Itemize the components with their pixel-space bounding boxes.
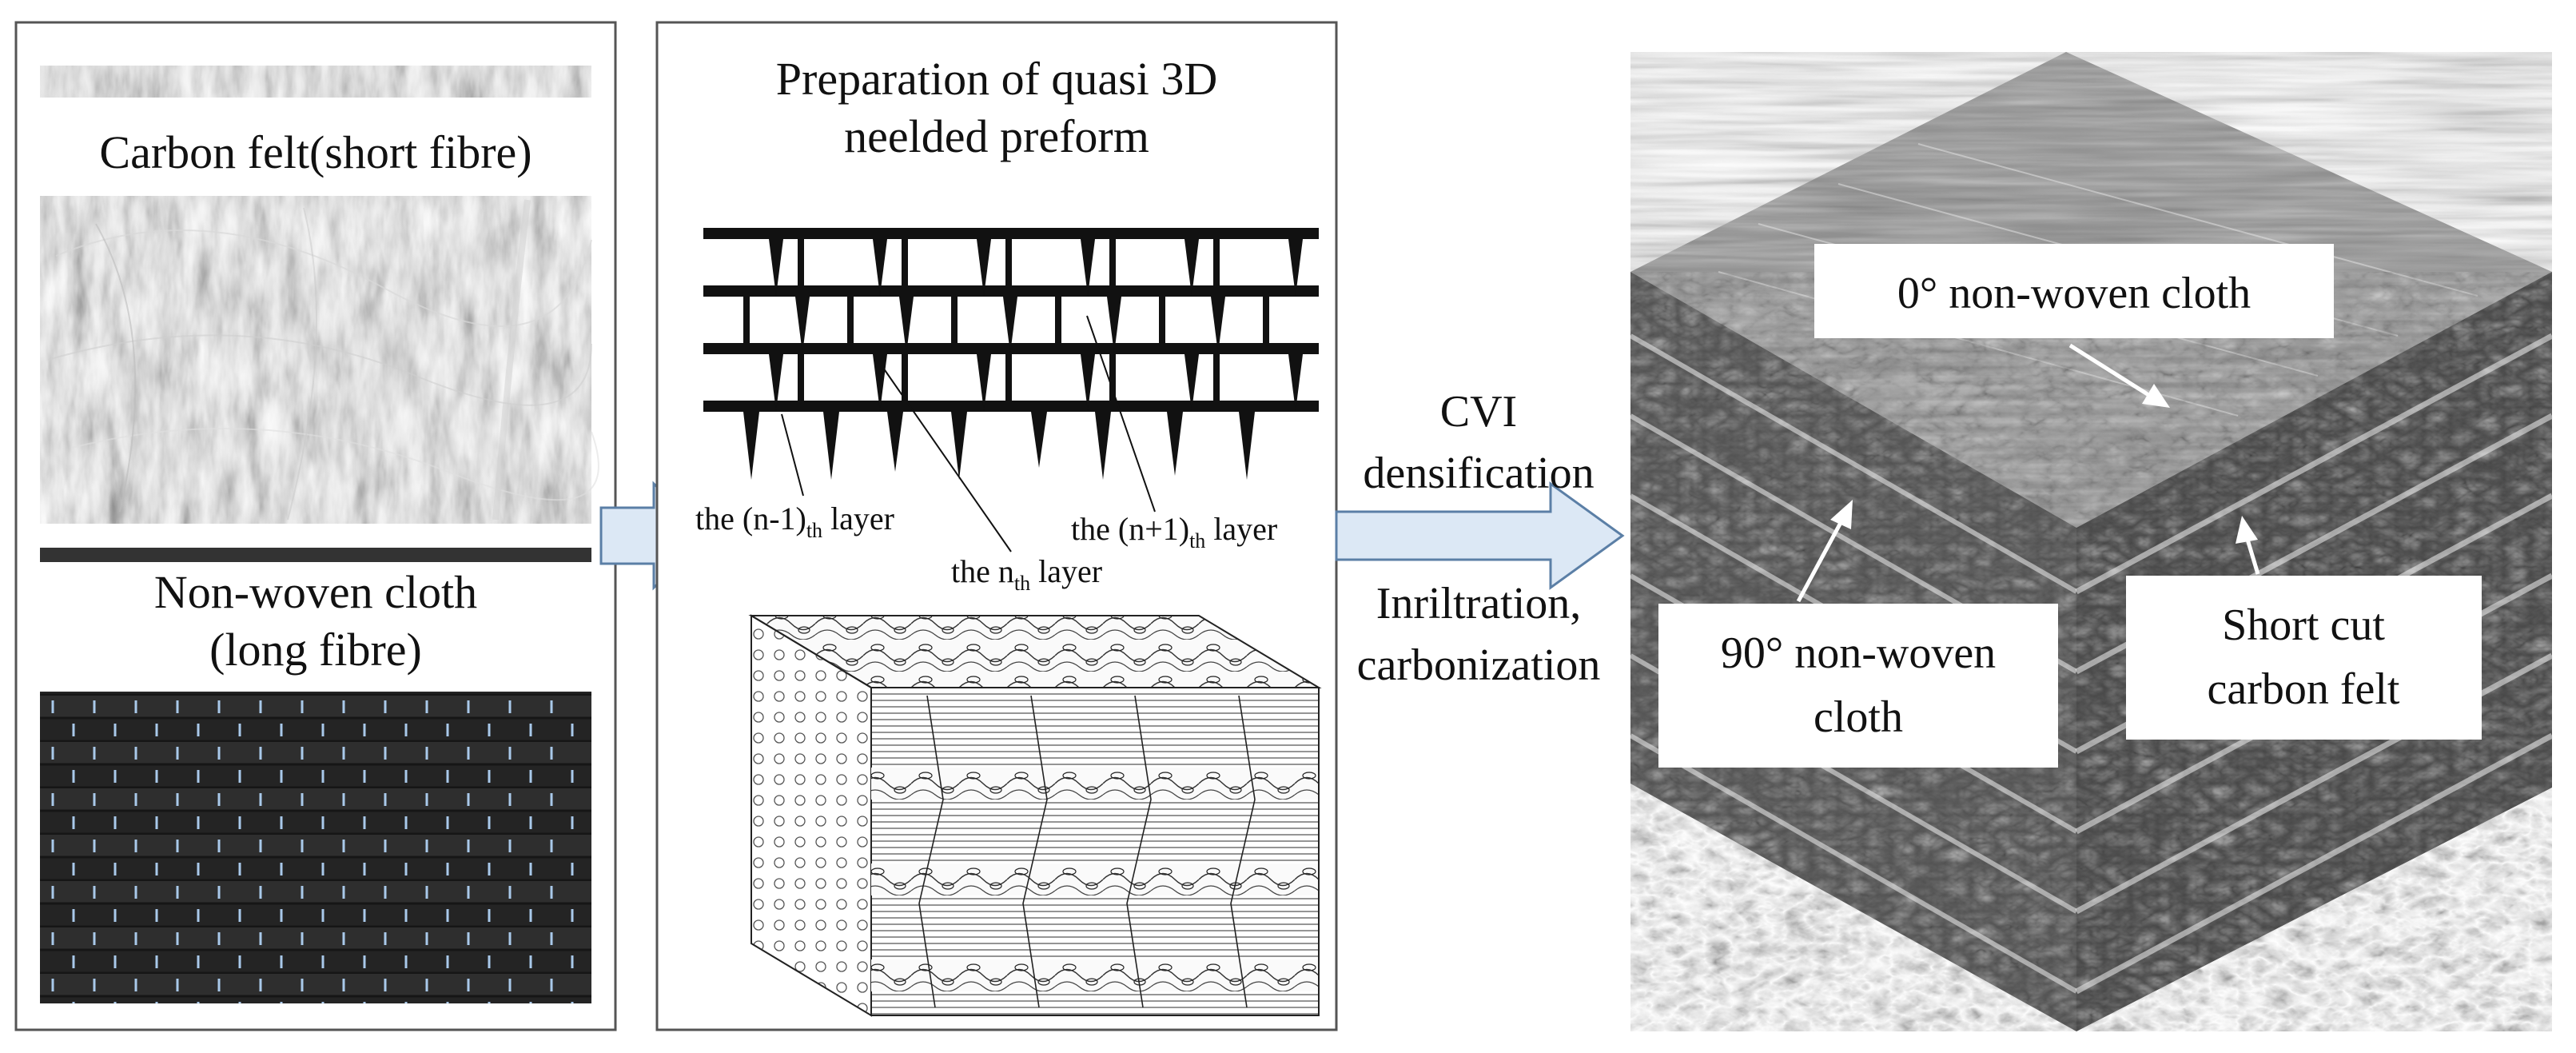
cloth-label-line1: Non-woven cloth xyxy=(154,566,477,618)
preform-title-line2: neelded preform xyxy=(844,110,1149,162)
felt-label: Carbon felt(short fibre) xyxy=(99,126,532,178)
pointer-90deg xyxy=(1796,500,1853,603)
cloth-label-line2: (long fibre) xyxy=(209,624,422,676)
composite-cube-micrograph: 0° non-woven cloth 90° non-woven cloth S… xyxy=(1629,52,2554,1031)
infiltration-label-line2: carbonization xyxy=(1357,640,1601,690)
needled-layers-schematic xyxy=(703,228,1319,552)
infiltration-label-line1: Inriltration, xyxy=(1376,579,1582,628)
cvi-label-line1: CVI xyxy=(1440,387,1517,437)
cloth-strip-image xyxy=(40,548,591,562)
pointer-felt xyxy=(2236,516,2260,575)
layer-prev-label: the (n-1)th layer xyxy=(695,501,894,542)
label-0deg: 0° non-woven cloth xyxy=(1897,269,2251,318)
layer-next-label: the (n+1)th layer xyxy=(1071,511,1277,552)
label-90deg-line1: 90° non-woven xyxy=(1721,628,1996,678)
label-felt-line1: Short cut xyxy=(2222,600,2385,650)
preform-title-line1: Preparation of quasi 3D xyxy=(776,53,1217,105)
materials-panel: Carbon felt(short fibre) Non-woven cloth… xyxy=(14,21,617,1031)
preform-panel: Preparation of quasi 3D neelded preform xyxy=(655,21,1338,1031)
label-90deg-box xyxy=(1658,604,2058,768)
label-felt-line2: carbon felt xyxy=(2208,664,2400,714)
label-0deg-box xyxy=(1814,244,2334,338)
arrow-to-composite xyxy=(1335,481,1625,590)
label-felt-box xyxy=(2126,576,2482,740)
preform-block-illustration xyxy=(748,614,1322,1017)
label-90deg-line2: cloth xyxy=(1814,692,1903,742)
non-woven-cloth-image xyxy=(40,692,591,1003)
layer-current-label: the nth layer xyxy=(951,553,1102,595)
felt-strip-image xyxy=(40,66,591,98)
pointer-0deg xyxy=(2068,343,2170,408)
cvi-label-line2: densification xyxy=(1363,449,1594,498)
carbon-felt-image xyxy=(40,196,599,524)
